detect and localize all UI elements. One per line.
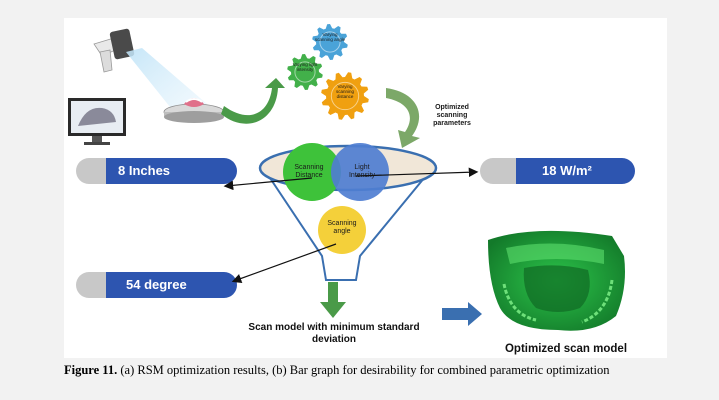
arrow-to-funnel xyxy=(386,88,420,148)
arrow-to-gears xyxy=(221,78,285,124)
arrow-distance xyxy=(223,177,313,191)
gears-group xyxy=(287,24,369,120)
gear-top-icon xyxy=(312,24,348,60)
gear-right-ring xyxy=(330,81,360,111)
intensity-result: 18 W/m² xyxy=(542,163,592,178)
scanning-angle-text: Scanning angle xyxy=(327,220,357,235)
gear-left-label: Varying light intensity xyxy=(292,62,318,72)
dental-model-illustration xyxy=(488,230,625,331)
turntable-illustration xyxy=(163,98,225,123)
gear-top-ring xyxy=(319,31,341,53)
scanning-angle-circle xyxy=(318,206,366,254)
gear-top-label: Varying scanning angle xyxy=(314,32,346,42)
scanning-distance-text: Scanning Distance xyxy=(294,164,324,179)
figure-caption: Figure 11. (a) RSM optimization results,… xyxy=(64,363,667,377)
scanning-distance-circle xyxy=(283,143,341,201)
arrow-intensity xyxy=(355,167,479,178)
monitor-illustration xyxy=(68,98,126,145)
pill-intensity xyxy=(480,158,635,184)
gear-right-label: Varying scanning distance xyxy=(335,84,354,99)
arrow-down xyxy=(320,282,346,318)
gear-left-ring xyxy=(294,61,316,83)
pill-angle xyxy=(76,272,237,298)
light-intensity-circle xyxy=(331,143,389,201)
distance-result: 8 Inches xyxy=(118,163,171,178)
gear-right-icon xyxy=(321,72,369,120)
caption-text: (a) RSM optimization results, (b) Bar gr… xyxy=(120,363,610,377)
scan-model-label: Scan model with minimum standard deviati… xyxy=(248,322,420,345)
arrow-right xyxy=(442,302,482,326)
optimized-parameters-label: Optimized scanning parameters xyxy=(433,104,471,127)
figure-panel: Varying scanning angle Varying light int… xyxy=(64,18,667,358)
optimized-model-label: Optimized scan model xyxy=(504,343,628,355)
arrow-angle xyxy=(231,243,337,284)
caption-label: Figure 11. xyxy=(64,363,118,377)
pill-distance xyxy=(76,158,237,184)
diagram-canvas xyxy=(68,24,635,331)
gear-left-icon xyxy=(287,54,323,90)
angle-result: 54 degree xyxy=(126,277,187,292)
light-intensity-text: Light Intensity xyxy=(348,164,376,179)
